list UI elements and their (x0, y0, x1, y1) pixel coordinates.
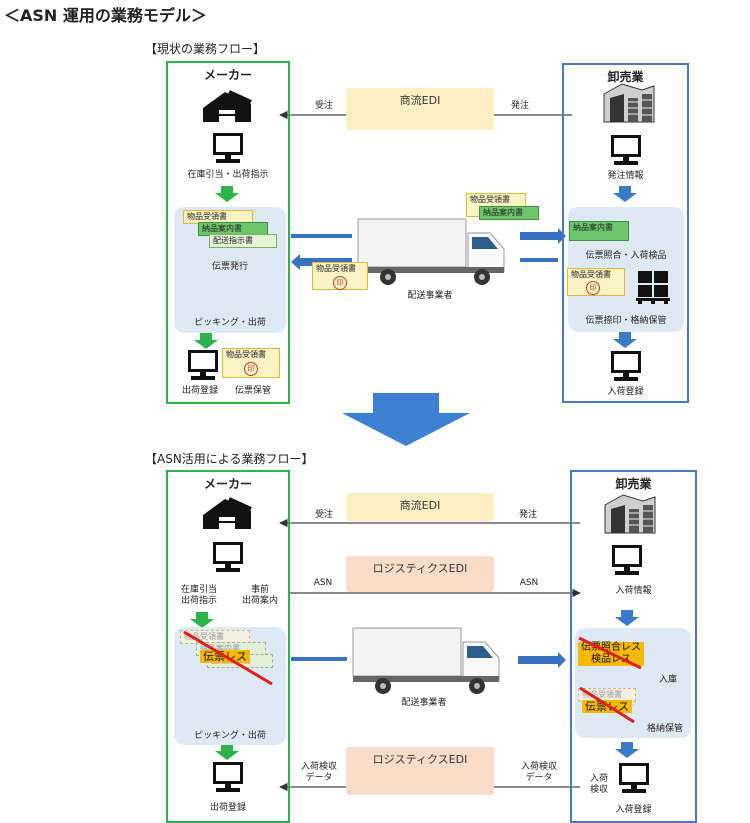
seal-stamp-icon: 印 (586, 281, 600, 295)
maker-header: メーカー (203, 68, 252, 82)
logistics-edi-label: ロジスティクスEDI (372, 562, 468, 575)
logistics-edi-box: ロジスティクスEDI (346, 556, 494, 592)
flow-arrow-icon (190, 612, 214, 628)
wholesaler-header: 卸売業 (607, 70, 644, 84)
flow-arrow-icon (194, 333, 218, 349)
maker-step-register: 出荷登録 (209, 803, 246, 813)
asn-wholesaler-panel (570, 470, 697, 823)
maker-step-allocate: 在庫引当・出荷指示 (187, 170, 269, 180)
truck-doc-notice: 納品案内書 (479, 206, 539, 220)
current-wholesaler-panel (562, 63, 689, 403)
wholesaler-step-register: 入荷登録 (615, 805, 652, 815)
doc-receipt-stored-label: 物品受領書 (226, 350, 266, 359)
flow-arrow-icon (613, 186, 637, 202)
inspection-data-right: 入荷検収 データ (514, 762, 564, 784)
maker-step-allocate: 在庫引当 出荷指示 (170, 585, 228, 607)
wholesaler-header: 卸売業 (615, 477, 652, 491)
strike-line (578, 636, 642, 670)
maker-step-allocate-line1: 在庫引当 (180, 585, 217, 595)
wholesaler-step-storage: 格納保管 (646, 724, 683, 734)
maker-step-picking: ピッキング・出荷 (194, 731, 266, 741)
inspection-data-left-line1: 入荷検収 (300, 762, 337, 772)
wholesaler-step-seal: 伝票捺印・格納保管 (585, 316, 667, 326)
inspection-data-left-line2: データ (305, 773, 333, 783)
inspection-data-right-line1: 入荷検収 (520, 762, 557, 772)
wholesaler-step-inspection-line1: 入荷 (589, 774, 608, 784)
maker-step-register: 出荷登録 (181, 386, 218, 396)
edi-right-label: 発注 (510, 101, 529, 111)
carrier-label: 配送事業者 (401, 698, 447, 708)
commerce-edi-box: 商流EDI (346, 493, 494, 521)
wholesaler-doc-notice: 納品案内書 (569, 221, 629, 241)
wholesaler-pallet-icon (636, 271, 670, 304)
flow-arrow-icon (518, 652, 566, 668)
wholesaler-step-storage-in: 入庫 (658, 675, 677, 685)
wholesaler-step-register: 入荷登録 (607, 387, 644, 397)
commerce-edi-label: 商流EDI (399, 94, 441, 107)
logistics-edi-label-2: ロジスティクスEDI (372, 753, 468, 766)
asn-right-label: ASN (519, 578, 539, 588)
current-maker-panel (166, 61, 290, 404)
edi-right-label: 発注 (518, 510, 537, 520)
doc-shipping-instruction: 配送指示書 (209, 234, 277, 248)
logistics-edi-box-2: ロジスティクスEDI (346, 747, 494, 795)
wholesaler-step-inspection: 入荷 検収 (584, 774, 614, 796)
inspection-data-left: 入荷検収 データ (294, 762, 344, 784)
maker-step-picking: ピッキング・出荷 (194, 318, 266, 328)
current-section-title: 【現状の業務フロー】 (145, 42, 266, 56)
maker-step-allocate-line2: 出荷指示 (180, 596, 217, 606)
asn-maker-panel (166, 470, 290, 823)
maker-header: メーカー (203, 477, 252, 491)
maker-step-asn-line1: 事前 (250, 585, 269, 595)
page-title: ＜ASN 運用の業務モデル＞ (4, 6, 207, 25)
flow-arrow-icon (215, 744, 239, 760)
strike-line (183, 630, 273, 686)
asn-left-label: ASN (313, 578, 333, 588)
seal-stamp-icon: 印 (333, 276, 347, 290)
inspection-less-badge: 伝票照合レス 検品レス (578, 642, 644, 666)
inspection-data-right-line2: データ (525, 773, 553, 783)
inspection-less-line2: 検品レス (591, 654, 631, 665)
maker-step-storage: 伝票保管 (234, 386, 271, 396)
commerce-edi-label: 商流EDI (399, 499, 441, 512)
transition-arrow-icon (342, 393, 470, 446)
flow-arrow-icon (613, 332, 637, 348)
commerce-edi-box: 商流EDI (346, 88, 494, 130)
edi-left-label: 受注 (314, 101, 333, 111)
truck-icon (352, 627, 500, 695)
strike-line (579, 686, 635, 724)
flow-arrow-icon (615, 610, 639, 626)
maker-step-asn: 事前 出荷案内 (234, 585, 286, 607)
wholesaler-step-order: 発注情報 (607, 171, 644, 181)
maker-step-asn-line2: 出荷案内 (241, 596, 278, 606)
inspection-less-line1: 伝票照合レス (581, 642, 641, 653)
wholesaler-doc-receipt-label: 物品受領書 (571, 270, 611, 279)
wholesaler-step-arrival-info: 入荷情報 (615, 586, 652, 596)
wholesaler-step-inspection-line2: 検収 (589, 785, 608, 795)
edi-left-label: 受注 (314, 510, 333, 520)
truck-icon (357, 218, 505, 286)
asn-section-title: 【ASN活用による業務フロー】 (145, 452, 314, 466)
maker-step-issue: 伝票発行 (211, 262, 248, 272)
flow-arrow-icon (215, 186, 239, 202)
flow-arrow-icon (520, 228, 566, 244)
carrier-label: 配送事業者 (407, 291, 453, 301)
wholesaler-step-inspect: 伝票照合・入荷検品 (585, 251, 667, 261)
doc-receipt: 物品受領書 (183, 210, 253, 224)
flow-arrow-icon (615, 742, 639, 758)
truck-return-receipt-label: 物品受領書 (316, 264, 356, 273)
seal-stamp-icon: 印 (244, 362, 258, 376)
